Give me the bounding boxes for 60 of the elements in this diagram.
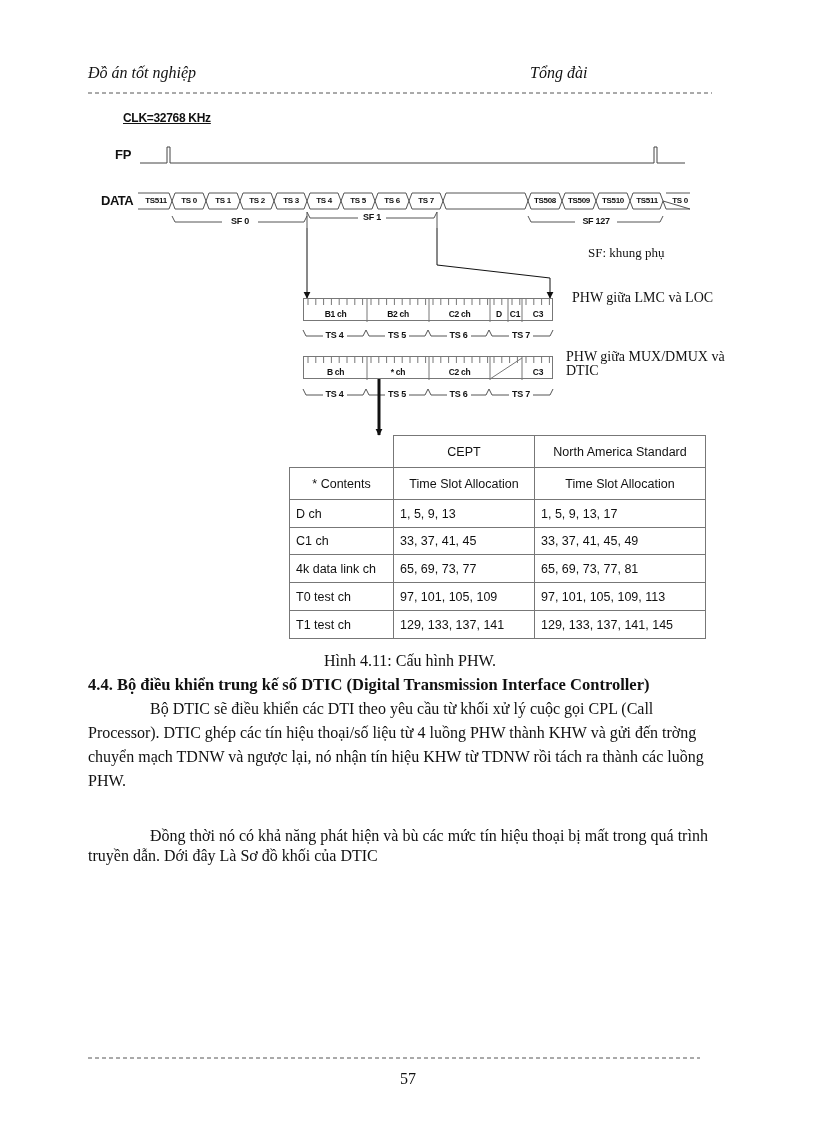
time-slot-label: TS509: [566, 196, 592, 205]
time-slot-label: TS 7: [417, 196, 435, 205]
bracket-label: TS 4: [322, 330, 347, 340]
table-cell: CEPT: [393, 435, 535, 468]
time-slot-label: TS 2: [248, 196, 266, 205]
channel-label: C3: [531, 309, 545, 319]
channel-label: * ch: [389, 367, 407, 377]
table-cell: 129, 133, 137, 141, 145: [534, 610, 706, 639]
channel-label: B ch: [325, 367, 346, 377]
bracket-label: SF 0: [222, 216, 258, 226]
bracket-label: TS 6: [446, 330, 471, 340]
page-header: Đồ án tốt nghiệp: [88, 64, 196, 82]
channel-label: B2 ch: [386, 309, 410, 319]
bracket-label: TS 6: [446, 389, 471, 399]
figure-caption: Hình 4.11: Cấu hình PHW.: [322, 652, 498, 670]
arrow: [436, 227, 554, 299]
frame-bar: [303, 298, 553, 321]
time-slot-label: TS 5: [349, 196, 367, 205]
channel-label: C2 ch: [447, 367, 472, 377]
section-heading: 4.4. Bộ điều khiển trung kế số DTIC (Digital Transmission Interface Controller): [88, 675, 650, 695]
signal-name: FP: [115, 147, 131, 162]
channel-label: C1: [509, 309, 521, 319]
signal-name: DATA: [101, 193, 134, 208]
time-slot-label: TS 3: [282, 196, 300, 205]
channel-label: B1 ch: [323, 309, 348, 319]
time-slot-label: TS 4: [315, 196, 333, 205]
channel-label: C2 ch: [447, 309, 472, 319]
channel-label: D: [495, 309, 503, 319]
time-slot-label: TS 0: [180, 196, 198, 205]
body-paragraph: Bộ DTIC sẽ điều khiển các DTI theo yêu cầu từ khối xử lý cuộc gọi CPL (Call Processor). DTIC ghép các tín hiệu thoại/số liệu từ 4 luồng PHW thành KHW và gửi đến trờng chuyển mạch TDNW và ngược lại, nó nhận tín hiệu KHW từ TDNW rồi tách ra thành các luồng PHW.: [88, 699, 705, 791]
bracket-label: TS 5: [385, 389, 409, 399]
time-slot-label: TS510: [600, 196, 626, 205]
table: [289, 435, 705, 638]
frame-caption: PHW giữa LMC và LOC: [572, 291, 715, 305]
frame-caption: PHW giữa MUX/DMUX và DTIC: [566, 350, 726, 378]
table-cell: North America Standard: [534, 435, 706, 468]
time-slot-label: TS511: [144, 196, 168, 205]
bracket-label: SF 1: [358, 212, 386, 222]
time-slot-label: TS 6: [383, 196, 401, 205]
time-slot-label: TS511: [635, 196, 659, 205]
bracket-label: TS 4: [322, 389, 347, 399]
bracket-label: SF 127: [575, 216, 617, 226]
time-slot-label: TS508: [532, 196, 558, 205]
note: SF: khung phụ: [588, 245, 665, 261]
bracket-label: TS 5: [385, 330, 409, 340]
page-number: 57: [399, 1070, 417, 1088]
bracket-label: TS 7: [509, 330, 533, 340]
body-paragraph: Đồng thời nó có khả năng phát hiện và bù các mức tín hiệu thoại bị mất trong quá trình truyền dẫn. Dới đây Là Sơ đồ khối của DTIC: [88, 826, 709, 866]
page-header: Tổng đài: [530, 64, 588, 82]
table-cell: T1 test ch: [289, 610, 394, 639]
time-slot-label: TS 1: [214, 196, 232, 205]
arrow: [303, 227, 311, 299]
table-cell: * Contents: [289, 467, 394, 500]
channel-label: C3: [531, 367, 545, 377]
bracket-label: TS 7: [509, 389, 533, 399]
time-slot-label: TS 0: [671, 196, 689, 205]
clock-label: CLK=32768 KHz: [123, 111, 211, 125]
arrow: [375, 379, 383, 436]
frame-bar: [303, 356, 553, 379]
subframe-bracket: [305, 212, 439, 228]
